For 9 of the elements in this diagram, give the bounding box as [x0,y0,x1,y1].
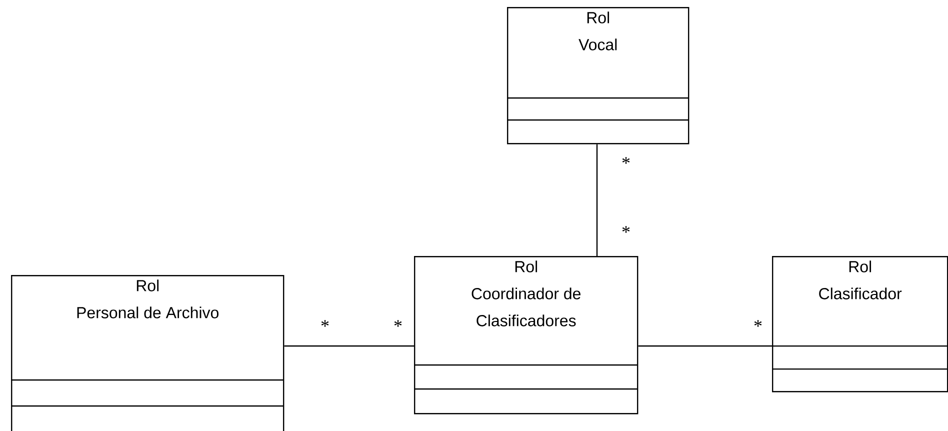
association-line [638,345,772,347]
class-box: Rol Clasificador [772,256,948,392]
class-box: Rol Coordinador de Clasificadores [414,256,638,414]
multiplicity: * [622,226,630,233]
association-line [596,144,598,256]
multiplicity: * [321,320,329,327]
class-box: Rol Personal de Archivo [11,275,284,431]
class-box: Rol Vocal [507,7,690,144]
association-line [284,345,414,347]
